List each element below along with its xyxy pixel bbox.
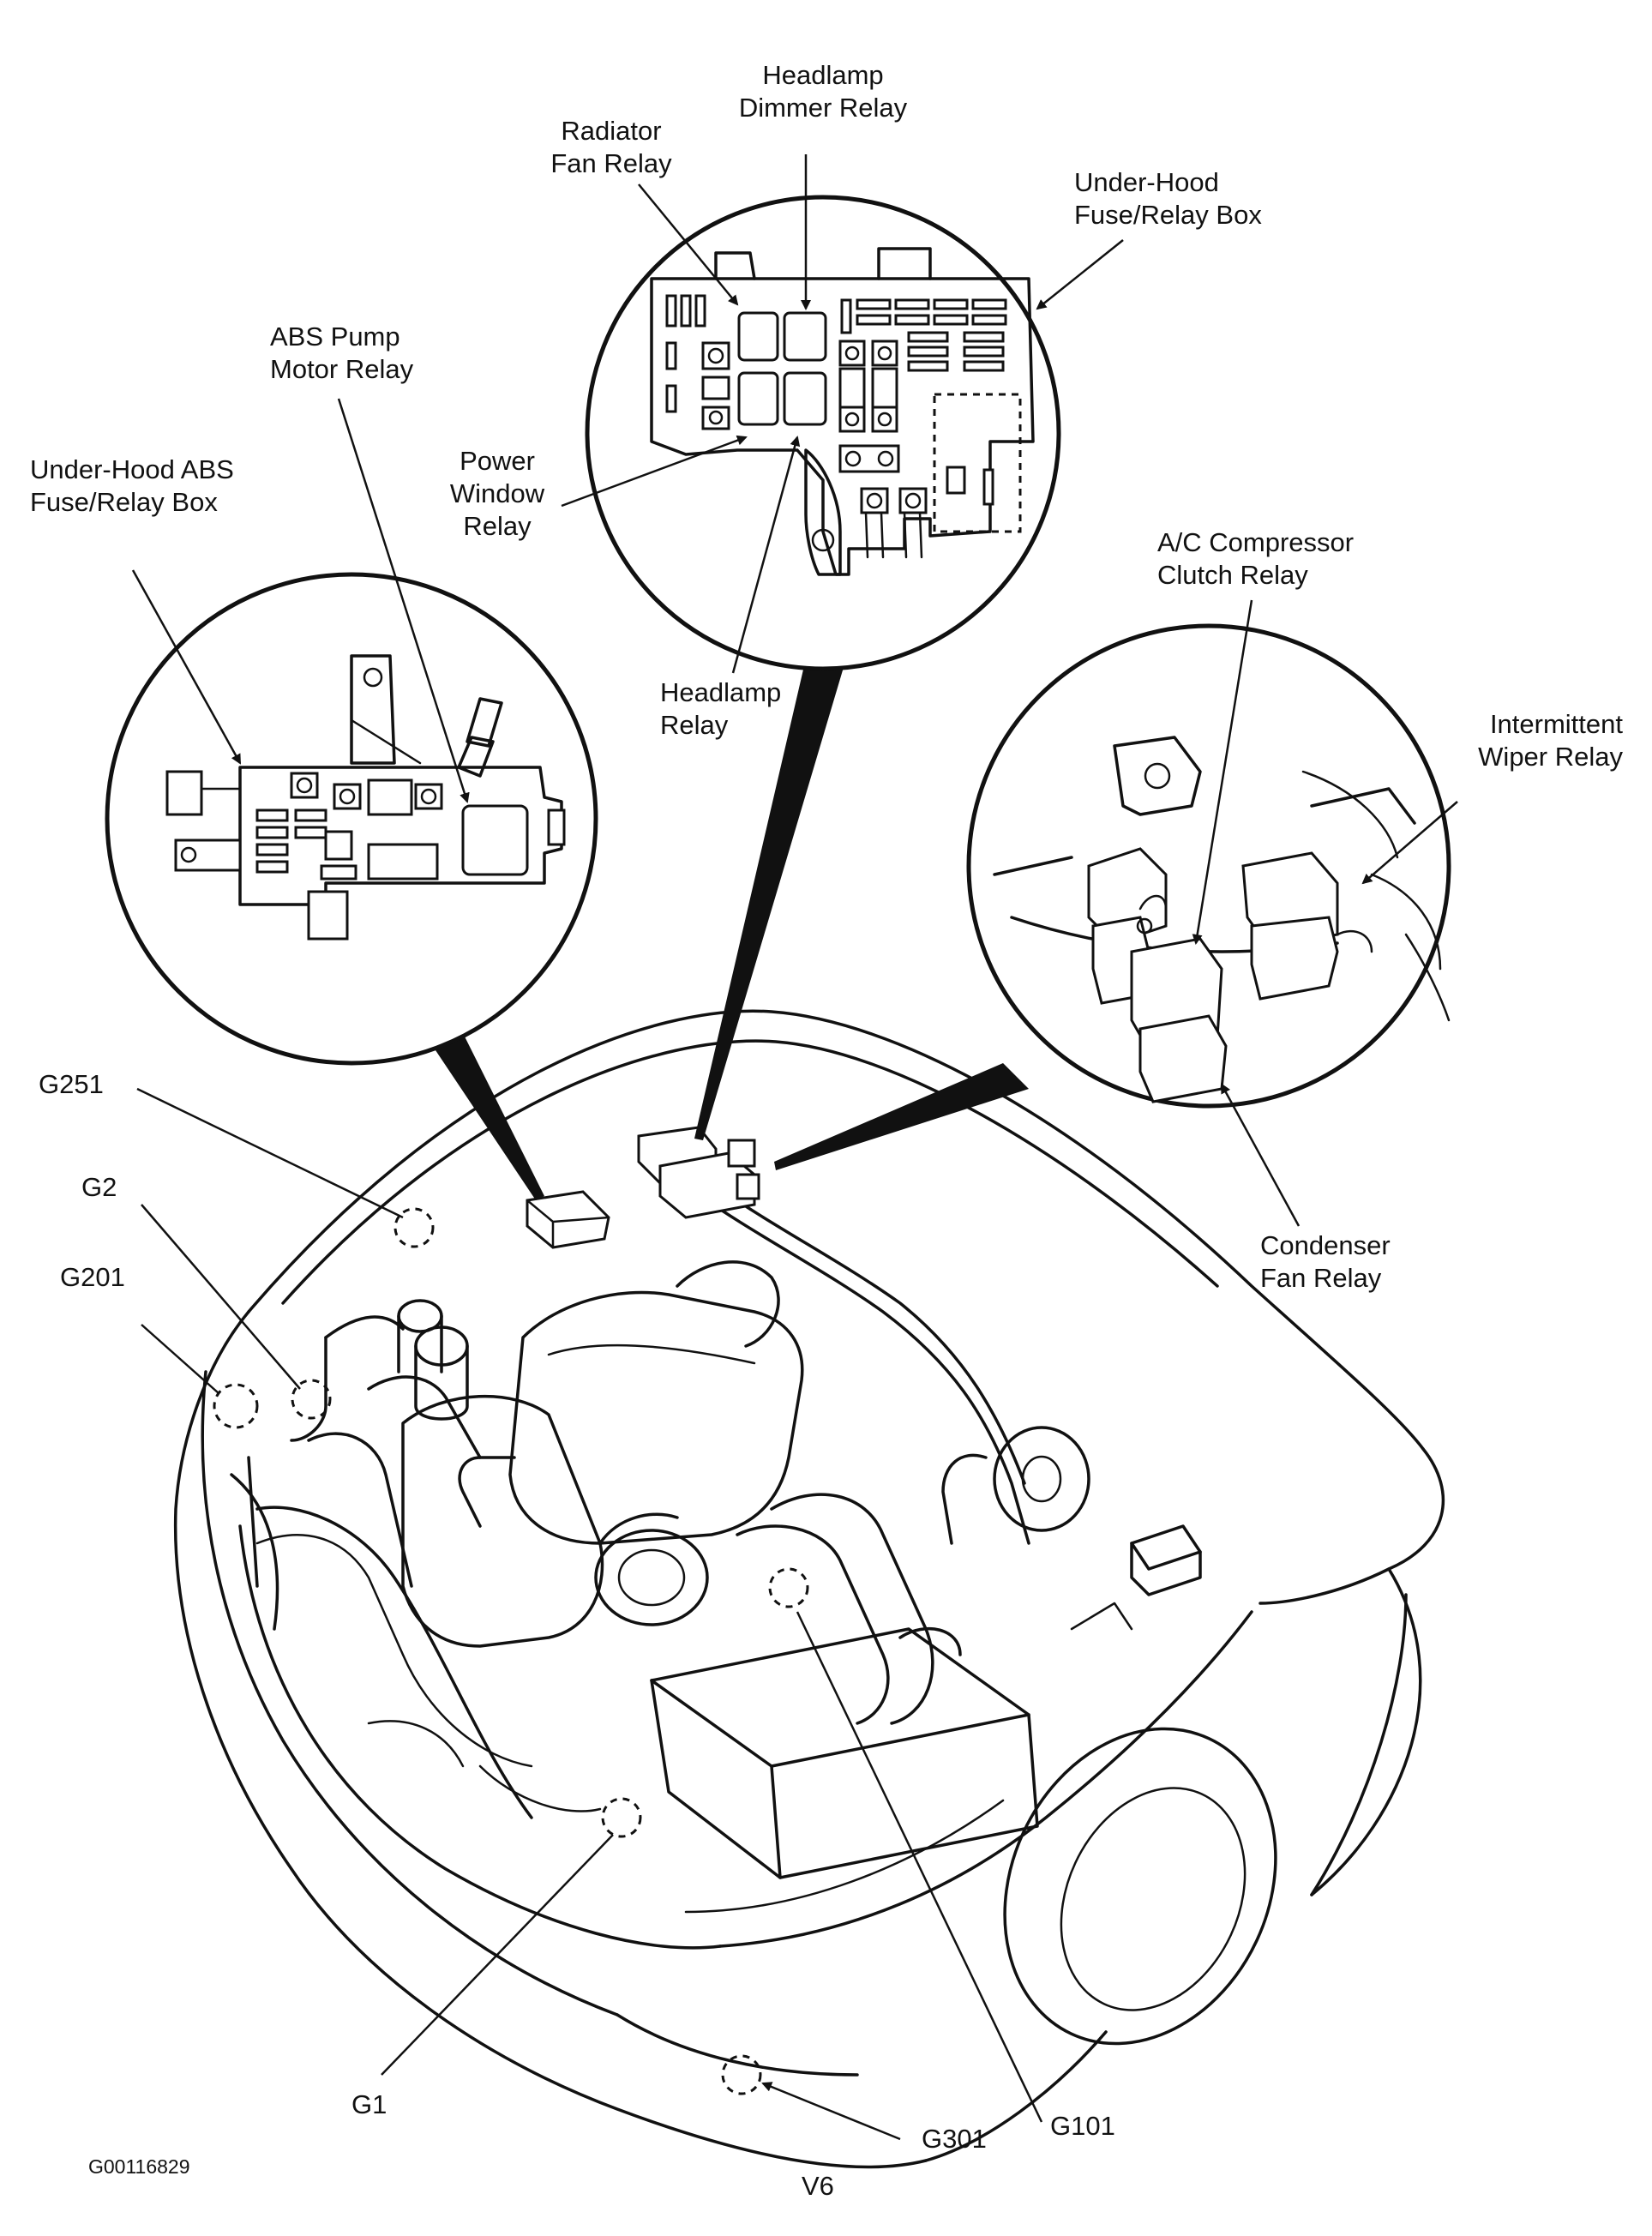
wiper-callout-tail bbox=[774, 1063, 1029, 1170]
ground-g2-marker bbox=[291, 1379, 332, 1420]
ground-g1-marker bbox=[601, 1797, 642, 1838]
abs-callout-tail bbox=[429, 1033, 544, 1200]
car-body-outline bbox=[173, 1009, 1445, 2169]
ground-g251-label: G251 bbox=[39, 1069, 104, 1099]
engine-code: V6 bbox=[802, 2171, 834, 2201]
main-callout-tail bbox=[694, 658, 844, 1140]
abs-fuse-box-location bbox=[526, 1190, 610, 1249]
abs-fuse-box-detail bbox=[105, 572, 598, 1066]
ground-g201-label: G201 bbox=[60, 1262, 125, 1292]
figure-id: G00116829 bbox=[88, 2155, 190, 2178]
ground-g101-label: G101 bbox=[1050, 2111, 1115, 2141]
ground-g301-marker bbox=[721, 2054, 762, 2095]
ground-g251-marker bbox=[393, 1207, 435, 1248]
ground-g2-label: G2 bbox=[81, 1172, 117, 1202]
main-fuse-box-detail bbox=[585, 195, 1061, 671]
ground-points bbox=[213, 1207, 809, 2095]
main-fuse-box-location bbox=[637, 1126, 760, 1219]
ground-g101-marker bbox=[768, 1567, 809, 1608]
ground-g301-label: G301 bbox=[922, 2124, 987, 2154]
engine-assembly bbox=[230, 1181, 1202, 1879]
leader-lines bbox=[131, 154, 1458, 2141]
ground-g1-label: G1 bbox=[351, 2089, 387, 2119]
ground-g201-marker bbox=[213, 1383, 259, 1429]
